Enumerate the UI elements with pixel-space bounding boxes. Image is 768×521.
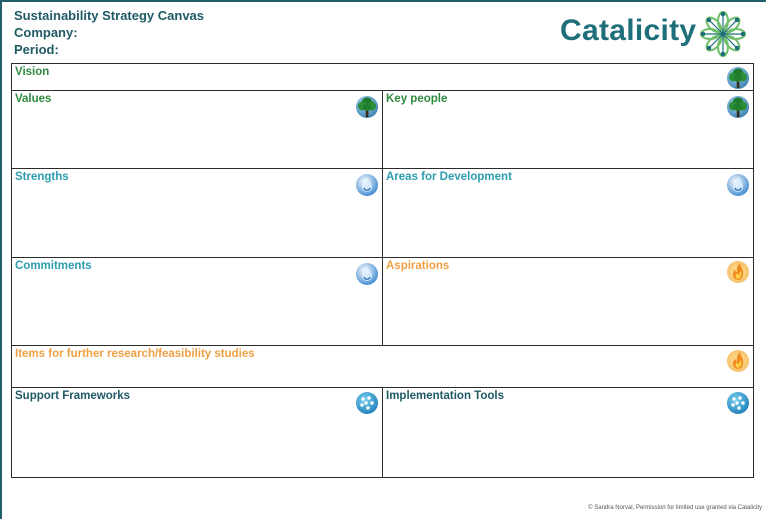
key-people-section[interactable]: Key people xyxy=(382,90,754,169)
water-drop-icon xyxy=(726,173,750,197)
catalicity-flower-logo xyxy=(700,11,746,57)
values-label: Values xyxy=(15,93,52,105)
strengths-label: Strengths xyxy=(15,171,69,183)
tree-icon xyxy=(727,67,749,89)
support-frameworks-section[interactable]: Support Frameworks xyxy=(11,387,383,478)
further-research-section[interactable]: Items for further research/feasibility s… xyxy=(11,345,754,388)
rain-icon xyxy=(727,392,749,414)
further-research-label: Items for further research/feasibility s… xyxy=(15,348,255,360)
rain-icon xyxy=(356,392,378,414)
fire-icon xyxy=(727,261,749,283)
water-drop-icon xyxy=(355,262,379,286)
copyright-notice: © Sandra Norval, Permission for limited … xyxy=(588,505,762,511)
fire-icon xyxy=(727,350,749,372)
tree-icon xyxy=(356,96,378,118)
commitments-section[interactable]: Commitments xyxy=(11,257,383,346)
aspirations-section[interactable]: Aspirations xyxy=(382,257,754,346)
commitments-label: Commitments xyxy=(15,260,92,272)
implementation-tools-label: Implementation Tools xyxy=(386,390,504,402)
key-people-label: Key people xyxy=(386,93,448,105)
aspirations-label: Aspirations xyxy=(386,260,450,272)
values-section[interactable]: Values xyxy=(11,90,383,169)
strengths-section[interactable]: Strengths xyxy=(11,168,383,258)
vision-section[interactable]: Vision xyxy=(11,63,754,91)
water-drop-icon xyxy=(355,173,379,197)
support-frameworks-label: Support Frameworks xyxy=(15,390,131,402)
catalicity-wordmark: Catalicity xyxy=(560,14,697,47)
tree-icon xyxy=(727,96,749,118)
vision-label: Vision xyxy=(15,66,50,78)
areas-for-development-label: Areas for Development xyxy=(386,171,512,183)
canvas-title: Sustainability Strategy Canvas xyxy=(14,8,205,23)
implementation-tools-section[interactable]: Implementation Tools xyxy=(382,387,754,478)
period-label: Period: xyxy=(14,42,59,57)
company-label: Company: xyxy=(14,25,78,40)
areas-for-development-section[interactable]: Areas for Development xyxy=(382,168,754,258)
